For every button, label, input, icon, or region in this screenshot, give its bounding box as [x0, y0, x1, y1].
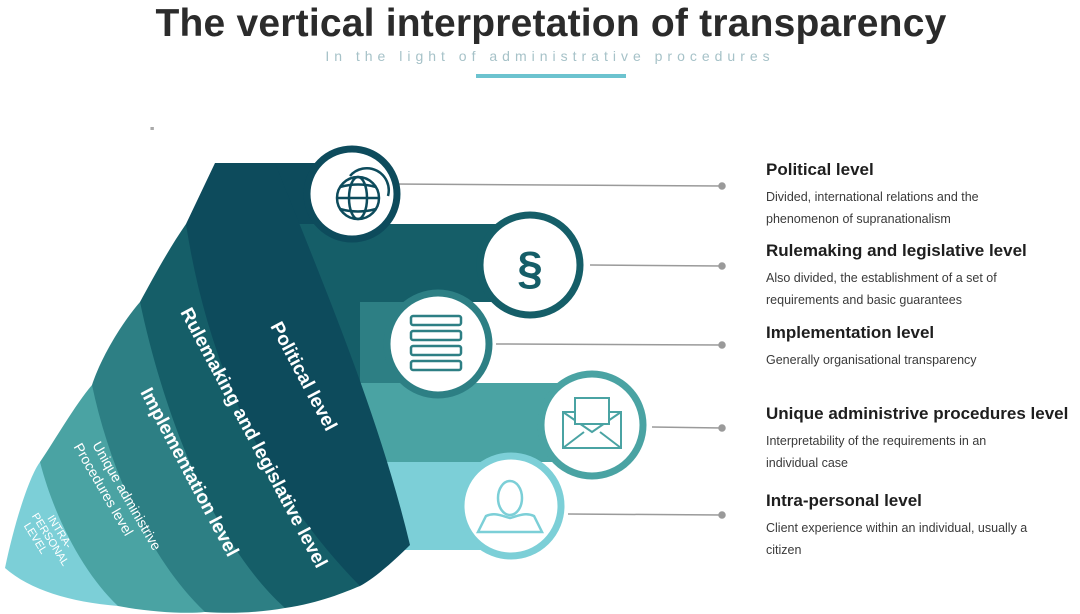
level-desc-political: Divided, international relations and the… — [766, 186, 1076, 230]
level-desc-unique-line-1: Interpretability of the requirements in … — [766, 434, 987, 448]
level-intra: Intra-personal level Client experience w… — [766, 491, 1076, 561]
circle-unique — [537, 370, 647, 480]
connector-dot-unique — [718, 424, 726, 432]
page-title: The vertical interpretation of transpare… — [155, 2, 947, 45]
level-implementation: Implementation level Generally organisat… — [766, 323, 1076, 371]
level-political: Political level Divided, international r… — [766, 160, 1076, 230]
level-title-political: Political level — [766, 160, 874, 179]
connector-intra — [567, 513, 723, 516]
list-icon — [409, 314, 463, 372]
level-title-unique: Unique administrive procedures level — [766, 404, 1069, 423]
level-rulemaking: Rulemaking and legislative level Also di… — [766, 241, 1076, 311]
level-title-intra: Intra-personal level — [766, 491, 922, 510]
person-icon — [475, 479, 545, 534]
band-political — [186, 163, 410, 586]
connector-dot-intra — [718, 511, 726, 519]
level-desc-implementation-line-1: Generally organisational transparency — [766, 353, 977, 367]
connector-unique — [651, 426, 723, 429]
connector-political — [391, 183, 723, 187]
level-unique: Unique administrive procedures level Int… — [766, 404, 1076, 474]
level-desc-political-line-2: phenomenon of supranationalism — [766, 212, 951, 226]
envelope-icon — [562, 397, 622, 449]
level-desc-rulemaking-line-1: Also divided, the establishment of a set… — [766, 271, 997, 285]
level-desc-unique-line-2: individual case — [766, 456, 848, 470]
connector-dot-political — [718, 182, 726, 190]
level-title-implementation: Implementation level — [766, 323, 935, 342]
globe-icon — [335, 167, 390, 221]
circle-political — [303, 145, 401, 243]
level-desc-implementation: Generally organisational transparency — [766, 349, 1076, 371]
level-desc-intra-line-2: citizen — [766, 543, 802, 557]
level-desc-intra-line-1: Client experience within an individual, … — [766, 521, 1028, 535]
connector-dot-rulemaking — [718, 262, 726, 270]
level-desc-rulemaking-line-2: requirements and basic guarantees — [766, 293, 962, 307]
circle-intra — [457, 452, 565, 560]
decorative-mark: ≡ — [150, 126, 155, 133]
section-sign-icon: § — [517, 242, 543, 294]
title-accent-bar — [476, 74, 626, 78]
connector-rulemaking — [589, 264, 723, 267]
connector-implementation — [495, 343, 723, 346]
unique-bar — [330, 383, 600, 462]
level-desc-unique: Interpretability of the requirements in … — [766, 430, 1076, 474]
connectors — [391, 182, 726, 519]
level-desc-political-line-1: Divided, international relations and the — [766, 190, 979, 204]
level-desc-rulemaking: Also divided, the establishment of a set… — [766, 267, 1076, 311]
connector-dot-implementation — [718, 341, 726, 349]
page-subtitle: In the light of administrative procedure… — [325, 48, 775, 64]
circle-implementation — [383, 289, 493, 399]
level-title-rulemaking: Rulemaking and legislative level — [766, 241, 1027, 260]
level-desc-intra: Client experience within an individual, … — [766, 517, 1076, 561]
circle-rulemaking: § — [476, 211, 584, 319]
